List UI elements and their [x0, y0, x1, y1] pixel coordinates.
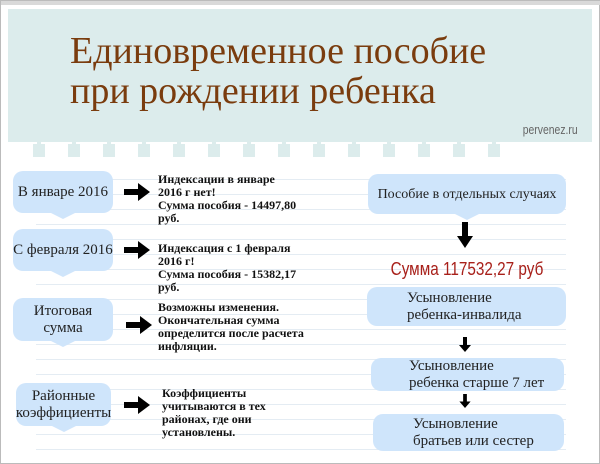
ruled-line: [36, 434, 566, 435]
ruled-line: [36, 254, 566, 255]
text-line: Усыновление: [407, 289, 492, 306]
ruled-line: [36, 374, 566, 375]
text-line: Сумма пособия - 15382,17: [158, 267, 297, 281]
arrow-right-icon: [126, 316, 152, 334]
tab-decoration: [103, 141, 115, 157]
text-line: 2016 г!: [158, 254, 195, 268]
ruled-line: [36, 194, 566, 195]
text-line: инфляции.: [158, 339, 217, 353]
ruled-line: [36, 209, 566, 210]
text-line: Индексация с 1 февраля: [158, 241, 291, 255]
ruled-line: [36, 284, 566, 285]
text-line: руб.: [158, 211, 180, 225]
text-line: установлены.: [162, 425, 236, 439]
ruled-line: [36, 344, 566, 345]
text-line: руб.: [158, 280, 180, 294]
site-watermark: pervenez.ru: [523, 122, 578, 137]
box-label: Итоговая сумма: [33, 302, 93, 336]
text-line: Усыновление: [409, 357, 494, 374]
text-line: Окончательная сумма: [158, 313, 280, 327]
text-line: районах, где они: [162, 412, 252, 426]
box-label: коэффициенты: [15, 404, 112, 421]
ruled-line: [36, 359, 566, 360]
sum-amount: Сумма 117532,27 руб: [390, 259, 544, 279]
tab-decoration: [173, 141, 185, 157]
tab-decoration: [243, 141, 255, 157]
ruled-line: [36, 269, 566, 270]
text-line: учитываются в тех: [162, 399, 266, 413]
box-label: С февраля 2016: [13, 241, 113, 258]
page-title: Единовременное пособие при рождении ребе…: [70, 31, 486, 111]
text-line: Индексации в январе: [158, 172, 275, 186]
top-bar: [1, 1, 600, 5]
special-cases-box: Пособие в отдельных случаях: [368, 174, 566, 220]
ruled-line: [36, 224, 566, 225]
text-line: Усыновление: [413, 415, 498, 432]
tab-decoration: [68, 141, 80, 157]
text-line: Возможны изменения.: [158, 300, 279, 314]
tab-decoration: [418, 141, 430, 157]
ruled-line: [36, 239, 566, 240]
header-banner: Единовременное пособие при рождении ребе…: [8, 9, 592, 142]
text-line: ребенка-инвалида: [407, 306, 522, 323]
box-label: Пособие в отдельных случаях: [377, 186, 557, 202]
arrow-right-icon: [124, 183, 150, 201]
total-sum-box: Итоговая сумма: [13, 298, 113, 347]
box-label: В январе 2016: [17, 183, 109, 200]
tab-decoration: [278, 141, 290, 157]
tab-decoration: [33, 141, 45, 157]
arrow-down-icon: [459, 337, 471, 352]
tab-decoration: [488, 141, 500, 157]
arrow-right-icon: [124, 396, 150, 414]
feb-2016-box: С февраля 2016: [13, 229, 113, 277]
jan-2016-box: В январе 2016: [13, 171, 113, 219]
text-line: Сумма пособия - 14497,80: [158, 198, 297, 212]
text-line: Коэффициенты: [162, 386, 247, 400]
ruled-line: [36, 419, 566, 420]
ruled-line: [36, 404, 566, 405]
ruled-line: [36, 389, 566, 390]
tab-decoration: [208, 141, 220, 157]
text-line: ребенка старше 7 лет: [409, 374, 545, 391]
title-line-1: Единовременное пособие: [70, 30, 487, 72]
text-line: 2016 г нет!: [158, 185, 216, 199]
tab-decoration: [138, 141, 150, 157]
ruled-line: [36, 299, 566, 300]
ruled-line: [36, 329, 566, 330]
text-line: братьев или сестер: [413, 432, 534, 449]
ruled-line: [36, 449, 566, 450]
box-label: Районные: [31, 387, 96, 404]
tab-decoration: [313, 141, 325, 157]
tab-decoration: [453, 141, 465, 157]
arrow-down-icon: [457, 222, 473, 248]
tab-decoration: [348, 141, 360, 157]
text-line: определится после расчета: [158, 326, 304, 340]
ruled-line: [36, 314, 566, 315]
arrow-down-icon: [459, 394, 471, 408]
arrow-right-icon: [124, 241, 150, 259]
ruled-line: [36, 179, 566, 180]
tab-decoration: [383, 141, 395, 157]
title-line-2: при рождении ребенка: [70, 70, 436, 112]
